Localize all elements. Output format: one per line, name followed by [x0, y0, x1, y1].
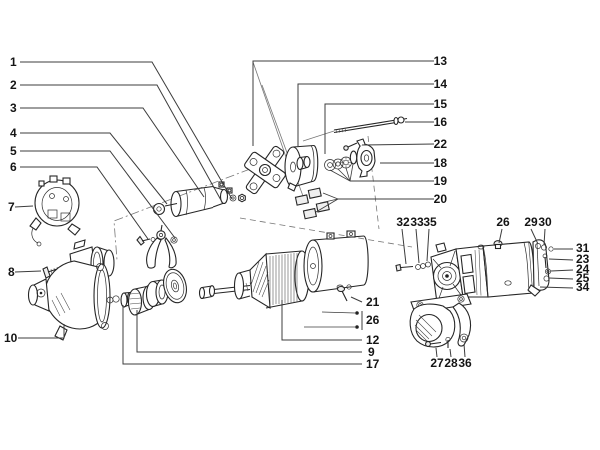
part-number-6: 6	[10, 160, 17, 174]
part-number-18: 18	[434, 156, 448, 170]
part-number-12: 12	[366, 333, 380, 347]
leader-line-3	[20, 107, 205, 198]
part-number-14: 14	[434, 77, 448, 91]
part-number-35: 35	[423, 215, 437, 229]
part-number-29: 29	[524, 215, 538, 229]
part-number-36: 36	[458, 356, 472, 370]
part-number-5: 5	[10, 144, 17, 158]
part-number-17: 17	[366, 357, 380, 371]
bracket-26-dot-1	[355, 325, 359, 329]
leader-line-27	[435, 347, 438, 358]
field-ring-part7	[29, 175, 81, 247]
leader-line-23	[548, 258, 574, 261]
part-number-20: 20	[434, 192, 448, 206]
part-number-28: 28	[444, 356, 458, 370]
leader-line-26	[498, 228, 503, 244]
brush-set-part20	[294, 187, 330, 220]
leader-fan-19-2	[345, 167, 351, 182]
front-screws-32-33-35	[395, 261, 431, 272]
part-number-23: 23	[576, 252, 590, 266]
leader-line-7	[14, 205, 34, 208]
part-number-22: 22	[434, 137, 448, 151]
leader-line-25	[548, 277, 574, 280]
leader-line-34	[539, 286, 574, 289]
part-number-30: 30	[538, 215, 552, 229]
leader-line-22	[361, 143, 435, 146]
leader-line-30	[543, 228, 546, 246]
washer-stack	[296, 150, 358, 171]
leader-line-13	[252, 60, 434, 146]
leader-line-8	[14, 270, 42, 273]
leader-line-4	[20, 132, 168, 205]
mount-bracket-bottom	[409, 293, 472, 348]
part-number-15: 15	[434, 97, 448, 111]
leader-line-5	[20, 150, 176, 239]
screw-part22	[343, 142, 358, 151]
tie-bolt-part16	[333, 116, 408, 134]
drive-housing-part10	[27, 239, 115, 341]
leader-line-9	[136, 310, 362, 353]
part-number-32: 32	[396, 215, 410, 229]
part-number-10: 10	[4, 331, 18, 345]
leader-fan-20-0	[322, 192, 339, 200]
drive-pinion-part9	[127, 279, 169, 316]
part-number-16: 16	[434, 115, 448, 129]
bearing-disc	[163, 268, 187, 304]
part-number-4: 4	[10, 126, 17, 140]
leader-line-12	[281, 300, 362, 341]
leader-fan-19-1	[337, 168, 351, 182]
leader-line-6	[20, 166, 149, 240]
part-number-13: 13	[434, 54, 448, 68]
part-number-9: 9	[368, 345, 375, 359]
leader-line-15	[324, 103, 434, 154]
yoke-screw-part21	[336, 284, 352, 302]
part-number-24: 24	[576, 262, 590, 276]
leader-fan-19-3	[349, 163, 354, 182]
bracket-26-dot-0	[355, 311, 359, 315]
leader-line-1	[20, 61, 233, 200]
leader-fan-20-2	[315, 198, 339, 213]
leader-fan-20-1	[319, 198, 339, 204]
leader-line-32	[401, 228, 407, 265]
part-number-1: 1	[10, 55, 17, 69]
assembled-starter	[395, 239, 554, 311]
leader-line-28	[449, 348, 452, 358]
bracket-26-lead-0	[321, 311, 356, 314]
leader-line-2	[20, 84, 223, 203]
part-number-25: 25	[576, 271, 590, 285]
yoke-cylinder	[303, 230, 369, 293]
part-number-26: 26	[366, 313, 380, 327]
end-bracket-part18	[356, 138, 376, 178]
leader-line-17	[122, 305, 362, 365]
armature-part12	[233, 250, 314, 310]
leader-line-10	[18, 324, 65, 339]
part-number-2: 2	[10, 78, 17, 92]
part-number-7: 7	[8, 200, 15, 214]
end-cap-part14	[284, 144, 319, 192]
leader-line-35	[426, 228, 430, 262]
part-number-21: 21	[366, 295, 380, 309]
part-number-34: 34	[576, 280, 590, 294]
leader-line-21	[350, 296, 363, 303]
part-number-19: 19	[434, 174, 448, 188]
shaft-and-bushing	[198, 282, 253, 300]
shift-fork	[136, 224, 178, 269]
leader-line-29	[530, 228, 539, 245]
part-number-27: 27	[430, 356, 444, 370]
solenoid-switch	[152, 181, 246, 218]
part-number-3: 3	[10, 101, 17, 115]
part-number-26: 26	[496, 215, 510, 229]
leader-fan-19-0	[329, 169, 351, 182]
part-number-8: 8	[8, 265, 15, 279]
part-number-31: 31	[576, 241, 590, 255]
leader-line-24	[550, 269, 574, 272]
leader-line-33	[415, 228, 420, 264]
leader-line-36	[463, 343, 466, 358]
part-number-33: 33	[410, 215, 424, 229]
leader-line-14	[297, 83, 434, 147]
brush-plate-part13	[244, 145, 286, 195]
